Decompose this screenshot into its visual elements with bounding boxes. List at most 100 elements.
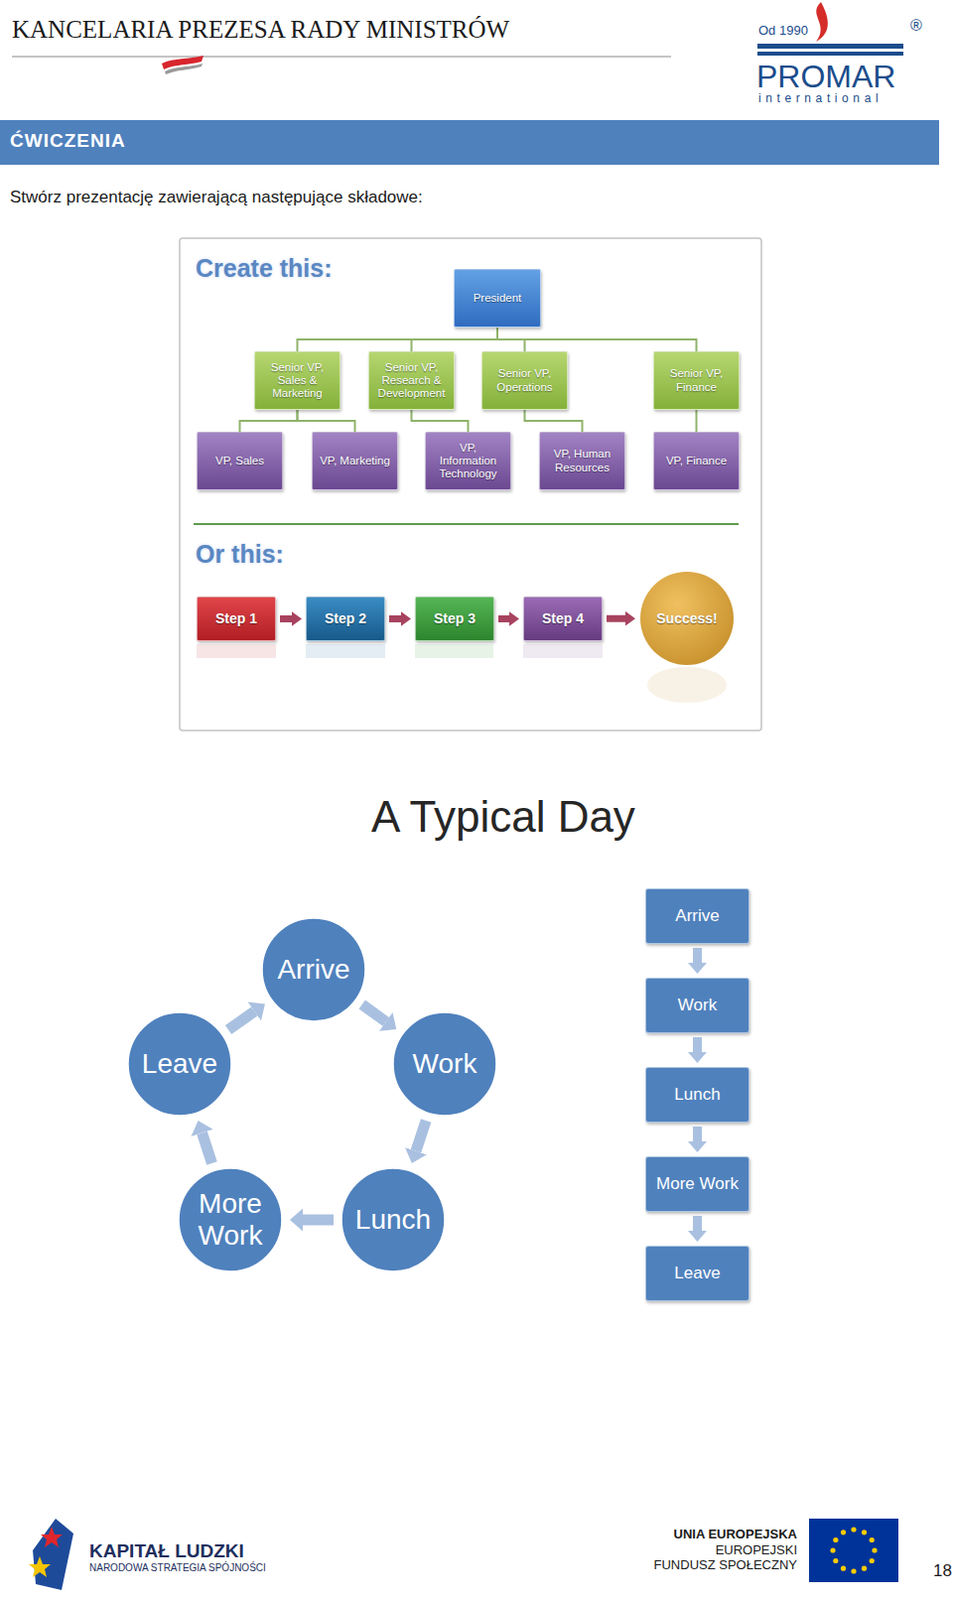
eu-star: [850, 1526, 856, 1532]
eu-star: [850, 1568, 856, 1574]
connector: [297, 327, 499, 352]
picture-frame: [179, 238, 762, 731]
kl-logo: [32, 1518, 74, 1591]
connector: [202, 1132, 213, 1164]
eu-star: [869, 1537, 875, 1543]
kl-star: [28, 1556, 51, 1578]
flag-swish: [164, 63, 203, 75]
node-text: Step 3: [419, 610, 490, 627]
flow-box: More Work: [645, 1156, 750, 1213]
org-box: VP, Sales: [196, 431, 283, 491]
node-text: VP, Finance: [658, 454, 735, 468]
node-text-block: VP, Human Resources: [544, 447, 621, 474]
step-box: Step 4: [523, 596, 603, 642]
connector: [497, 327, 697, 352]
logo-text: Od 1990: [758, 23, 809, 39]
connector: [692, 1037, 702, 1053]
node-text: Senior VP, Sales & Marketing: [259, 361, 336, 402]
logo-mark: ®: [910, 16, 923, 35]
connector: [240, 409, 298, 432]
node-text-block: Success!: [647, 610, 727, 627]
node-text-block: Arrive: [269, 953, 359, 986]
node-text-block: VP, Marketing: [316, 454, 394, 468]
node-text-block: Lunch: [348, 1204, 438, 1236]
circle-shape: [341, 1168, 445, 1272]
node-text: Senior VP, Research & Development: [373, 361, 450, 402]
cycle-circle: Arrive: [261, 917, 367, 1023]
node-text-block: Leave: [650, 1263, 745, 1284]
connector: [279, 615, 292, 623]
node-text-block: VP, Finance: [658, 454, 735, 468]
node-text-block: Work: [400, 1048, 490, 1081]
node-text: VP, Sales: [201, 454, 278, 468]
connector: [606, 615, 626, 623]
circle-shape: [262, 918, 366, 1022]
cycle-circle: More Work: [177, 1167, 283, 1273]
connector: [695, 409, 698, 432]
node-text: More Work: [185, 1188, 275, 1252]
footer-logo-text: KAPITAŁ LUDZKI: [89, 1540, 245, 1563]
node-text: Work: [650, 995, 745, 1016]
connector: [297, 409, 356, 432]
node-text: Senior VP, Operations: [486, 367, 563, 394]
step-box: Step 1: [196, 596, 276, 642]
connector: [228, 1011, 255, 1030]
connector: [525, 409, 583, 432]
eu-star: [861, 1566, 867, 1572]
reflection: [196, 644, 276, 659]
reflection: [414, 644, 494, 659]
reflection: [647, 667, 727, 703]
org-box: VP, Marketing: [311, 431, 399, 491]
flow-box: Lunch: [645, 1067, 750, 1123]
divider-rule: [193, 523, 739, 526]
org-box: Senior VP, Operations: [481, 351, 568, 410]
node-text: More Work: [650, 1174, 745, 1195]
reflection: [523, 644, 603, 659]
diagram-title: A Typical Day: [371, 792, 636, 843]
node-text: Senior VP, Finance: [658, 367, 735, 394]
kl-star: [40, 1526, 63, 1548]
org-box: VP, Finance: [653, 431, 740, 491]
eu-star: [869, 1558, 875, 1564]
org-box: VP, Information Technology: [424, 431, 512, 491]
logo-bar: [757, 43, 904, 49]
node-text-block: VP, Sales: [201, 454, 278, 468]
node-text-block: More Work: [650, 1174, 745, 1195]
connector: [415, 1120, 426, 1152]
logo-bar: [757, 51, 904, 56]
connector: [692, 1126, 702, 1142]
eu-flag: [809, 1518, 899, 1583]
node-text: Work: [400, 1048, 490, 1081]
page-number: 18: [933, 1561, 953, 1582]
node-text-block: Step 3: [419, 610, 490, 627]
eu-star: [871, 1547, 877, 1553]
node-text-block: President: [458, 291, 537, 305]
org-box: Senior VP, Finance: [653, 351, 740, 410]
org-box: Senior VP, Research & Development: [368, 351, 455, 410]
node-text: Lunch: [650, 1085, 745, 1105]
node-text: Arrive: [650, 906, 745, 927]
footer-logo-text: EUROPEJSKI: [715, 1543, 798, 1559]
node-text-block: More Work: [185, 1188, 275, 1252]
success-circle: Success!: [639, 570, 735, 667]
step-box: Step 3: [414, 596, 495, 642]
eu-star: [829, 1547, 835, 1553]
logo-name: PROMAR: [756, 58, 896, 96]
node-text: Lunch: [348, 1204, 438, 1236]
section-heading: ĆWICZENIA: [9, 130, 127, 152]
org-box: Senior VP, Sales & Marketing: [254, 351, 341, 410]
node-text-block: Step 1: [201, 610, 272, 627]
connector: [302, 1215, 334, 1226]
circle-shape: [393, 1012, 497, 1116]
connector: [411, 409, 469, 432]
logo-flame: [816, 1, 828, 42]
footer-logo-text: UNIA EUROPEJSKA: [674, 1527, 798, 1543]
instruction-text: Stwórz prezentację zawierającą następują…: [9, 187, 423, 208]
node-text-block: Leave: [135, 1048, 225, 1081]
subheading: Create this:: [195, 254, 333, 283]
node-text: Arrive: [269, 953, 359, 986]
eu-star: [832, 1537, 838, 1543]
header-text: KANCELARIA PREZESA RADY MINISTRÓW: [11, 15, 510, 45]
flow-box: Leave: [645, 1245, 750, 1302]
node-text: Step 1: [201, 610, 272, 627]
